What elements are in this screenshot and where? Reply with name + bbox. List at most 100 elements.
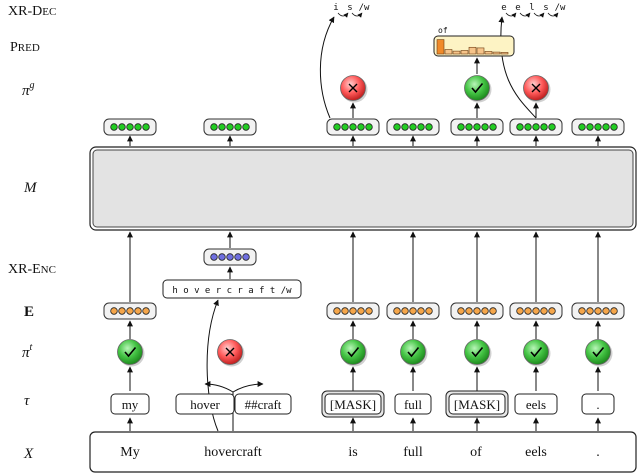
pred-bar: [492, 51, 501, 55]
node: [516, 123, 524, 131]
token-policy-ball: [400, 339, 428, 367]
char-step-arrow: [337, 12, 349, 18]
node: [481, 123, 489, 131]
output-nodes: [509, 118, 563, 136]
token-policy-ball: [523, 339, 551, 367]
char-seq-dec: s: [543, 3, 548, 13]
check-icon: [471, 346, 484, 358]
char-seq-box: [162, 279, 302, 299]
node: [118, 123, 126, 131]
token-policy-ball: [585, 339, 613, 367]
token-frame: [394, 393, 432, 415]
node: [548, 123, 556, 131]
node: [357, 307, 365, 315]
node: [110, 307, 118, 315]
prediction-box: of: [433, 26, 515, 57]
arrows: [127, 16, 601, 432]
char-seq-dec: i: [333, 3, 338, 13]
node: [409, 123, 417, 131]
node: [425, 123, 433, 131]
embedding-nodes: [326, 302, 380, 320]
label-input: X: [23, 446, 34, 462]
char-seq-dec: e: [515, 3, 520, 13]
pred-bar: [436, 39, 445, 55]
node: [349, 307, 357, 315]
node: [226, 253, 234, 261]
node: [524, 307, 532, 315]
keep-ball: [464, 75, 490, 101]
token-frame: [175, 393, 235, 415]
pred-bar: [468, 46, 477, 55]
embedding-nodes: [509, 302, 563, 320]
node: [126, 307, 134, 315]
node: [333, 123, 341, 131]
node: [594, 307, 602, 315]
output-nodes-row: [103, 118, 625, 136]
split-right: [232, 381, 264, 393]
embedding-row: [103, 302, 625, 320]
label-memory: M: [23, 180, 38, 196]
node: [118, 307, 126, 315]
node: [210, 253, 218, 261]
token-text: eels: [526, 397, 546, 412]
output-nodes: [450, 118, 504, 136]
keep-ball: [585, 339, 611, 365]
keep-ball: [117, 339, 143, 365]
pred-top-token: of: [438, 26, 448, 35]
node: [401, 307, 409, 315]
char-encoder-nodes: [203, 248, 257, 266]
token-text: hover: [190, 397, 220, 412]
generation-policy-row: [340, 75, 551, 103]
output-nodes: [571, 118, 625, 136]
token-box: my: [110, 393, 150, 415]
node: [481, 307, 489, 315]
node: [532, 307, 540, 315]
node: [234, 123, 242, 131]
output-to-dec2-arrow: [498, 16, 537, 119]
check-icon: [530, 346, 543, 358]
node: [365, 123, 373, 131]
char-encoder: h o v e r c r a f t /w: [162, 248, 302, 299]
token-policy-ball: [464, 339, 492, 367]
token-box: hover: [175, 393, 235, 415]
node: [465, 123, 473, 131]
pred-bar: [444, 49, 453, 55]
token-text: full: [404, 397, 422, 412]
node: [134, 307, 142, 315]
token-box: [MASK]: [321, 390, 385, 418]
check-icon: [347, 346, 360, 358]
token-frame: [324, 393, 382, 415]
node: [357, 123, 365, 131]
node: [489, 123, 497, 131]
char-seq-dec: l: [529, 3, 534, 13]
node: [594, 123, 602, 131]
char-step-arrow: [505, 12, 517, 18]
token-text: [MASK]: [454, 397, 500, 412]
char-step-arrow: [519, 12, 531, 18]
token-text: my: [122, 397, 139, 412]
node: [465, 307, 473, 315]
pred-bar: [476, 47, 485, 55]
node: [401, 123, 409, 131]
node: [210, 123, 218, 131]
label-pi-g: πg: [22, 80, 35, 99]
node: [489, 307, 497, 315]
node: [341, 123, 349, 131]
node: [578, 123, 586, 131]
check-icon: [124, 346, 137, 358]
cross-icon: [348, 83, 358, 93]
label-embed: E: [24, 304, 34, 320]
output-nodes: [386, 118, 440, 136]
node: [242, 123, 250, 131]
embedding-nodes: [571, 302, 625, 320]
row-labels: XR-DEC PRED πg M XR-ENC E πt τ X: [8, 4, 56, 462]
cross-icon: [531, 83, 541, 93]
pred-bar: [452, 50, 461, 55]
node: [218, 123, 226, 131]
keep-ball: [340, 339, 366, 365]
node: [126, 123, 134, 131]
